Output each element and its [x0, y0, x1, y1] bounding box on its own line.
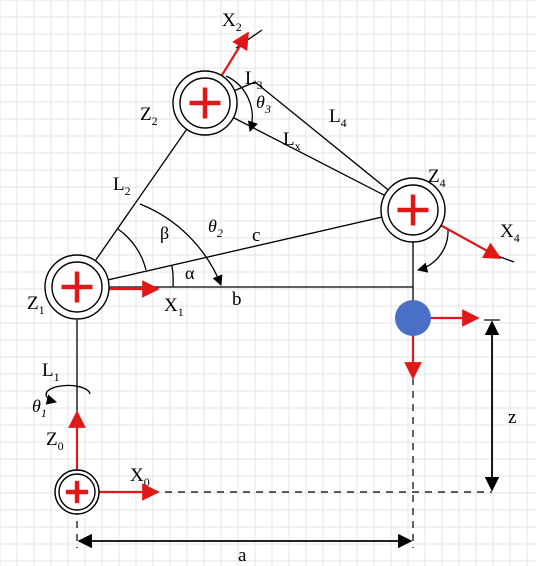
link-L4 [254, 81, 414, 211]
joint-2 [172, 70, 238, 136]
theta3-arc [225, 75, 258, 132]
label-beta: β [160, 223, 169, 243]
angle-arcs [45, 75, 449, 405]
label-X4: X4 [500, 221, 520, 245]
theta1-arc [45, 384, 91, 405]
dashed-guides [76, 378, 492, 548]
label-a: a [238, 545, 247, 566]
label-Z4: Z4 [428, 166, 446, 190]
label-L2: L2 [113, 174, 131, 198]
joint-0 [54, 469, 100, 515]
link-lines [76, 29, 515, 462]
label-theta1: θ1 [32, 396, 47, 420]
label-X2: X2 [222, 10, 242, 34]
label-X0: X0 [130, 465, 150, 489]
label-theta2: θ2 [208, 216, 223, 240]
label-L3: L3 [245, 68, 263, 92]
label-Z1: Z1 [27, 293, 45, 317]
link-L2 [76, 102, 206, 288]
theta2-arc [139, 203, 223, 286]
label-z: z [508, 407, 516, 428]
joint-1 [44, 254, 110, 320]
label-Lx: Lx [283, 129, 301, 153]
line-c [76, 209, 414, 288]
label-X1: X1 [164, 295, 184, 319]
theta4-arc [416, 229, 449, 273]
labels: X2 L3 θ3 L4 Z2 Lx L2 Z4 β θ2 c X4 α Z1 X… [27, 10, 520, 566]
label-L1: L1 [42, 360, 60, 384]
label-Z2: Z2 [140, 104, 158, 128]
joint-4 [380, 177, 446, 243]
X4-arrow [432, 220, 502, 259]
label-c: c [252, 225, 260, 246]
alpha-arc [171, 265, 174, 288]
label-L4: L4 [329, 106, 347, 130]
link-Lx [204, 102, 414, 211]
beta-arc [117, 228, 147, 271]
end-effector-dot [395, 300, 431, 336]
label-theta3: θ3 [256, 92, 271, 116]
joints [44, 70, 446, 515]
label-Z0: Z0 [46, 429, 64, 453]
label-b: b [232, 289, 242, 310]
label-alpha: α [185, 263, 195, 283]
dimension-arrows [77, 319, 500, 549]
